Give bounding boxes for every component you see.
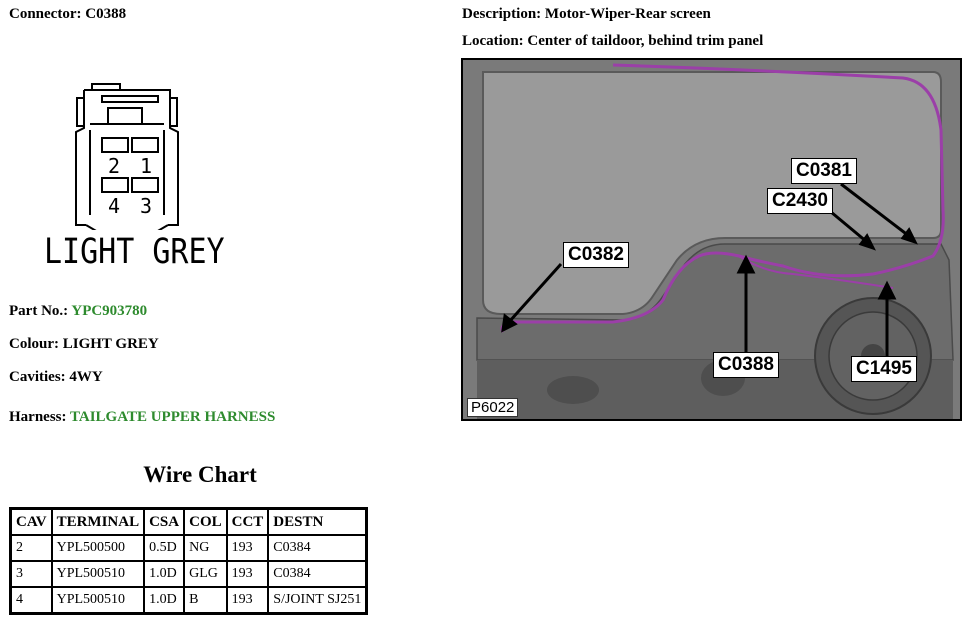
table-header-row: CAV TERMINAL CSA COL CCT DESTN — [9, 507, 368, 536]
colour-line: Colour: LIGHT GREY — [9, 336, 159, 353]
header-destn: DESTN — [267, 507, 368, 536]
location-photo: C0381 C2430 C0382 C0388 C1495 P6022 — [461, 58, 962, 421]
harness-value: TAILGATE UPPER HARNESS — [69, 409, 276, 425]
location-value: Center of taildoor, behind trim panel — [527, 33, 764, 49]
cell-col: B — [183, 586, 228, 615]
cell-cav: 2 — [9, 534, 53, 562]
wire-chart-table: CAV TERMINAL CSA COL CCT DESTN 2 YPL5005… — [9, 507, 369, 615]
photo-id-label: P6022 — [467, 398, 519, 417]
callout-c0381: C0381 — [791, 158, 857, 184]
cavities-line: Cavities: 4WY — [9, 369, 103, 386]
connector-colour-caption: LIGHT GREY — [44, 232, 225, 273]
cell-csa: 1.0D — [143, 560, 186, 588]
table-row: 2 YPL500500 0.5D NG 193 C0384 — [9, 534, 368, 562]
pin-3-label: 3 — [140, 194, 152, 218]
cell-csa: 0.5D — [143, 534, 186, 562]
connector-label: Connector: — [9, 6, 82, 22]
harness-line: Harness: TAILGATE UPPER HARNESS — [9, 409, 275, 426]
header-terminal: TERMINAL — [50, 507, 146, 536]
description-line: Description: Motor-Wiper-Rear screen — [462, 6, 711, 23]
description-value: Motor-Wiper-Rear screen — [544, 6, 711, 22]
cell-cct: 193 — [225, 560, 270, 588]
header-col: COL — [183, 507, 228, 536]
cell-csa: 1.0D — [143, 586, 186, 615]
connector-title: Connector: C0388 — [9, 6, 126, 23]
cavities-value: 4WY — [69, 369, 103, 385]
connector-face-drawing: 2 1 4 3 — [75, 83, 179, 230]
header-cct: CCT — [225, 507, 270, 536]
callout-c1495: C1495 — [851, 356, 917, 382]
callout-c2430: C2430 — [767, 188, 833, 214]
cell-terminal: YPL500510 — [50, 560, 146, 588]
table-row: 4 YPL500510 1.0D B 193 S/JOINT SJ251 — [9, 586, 368, 615]
harness-label: Harness: — [9, 409, 67, 425]
pin-1-label: 1 — [140, 154, 152, 178]
location-line: Location: Center of taildoor, behind tri… — [462, 33, 763, 50]
cell-cct: 193 — [225, 586, 270, 615]
pin-2-label: 2 — [108, 154, 120, 178]
header-csa: CSA — [143, 507, 186, 536]
description-label: Description: — [462, 6, 542, 22]
cell-terminal: YPL500510 — [50, 586, 146, 615]
cell-destn: C0384 — [267, 560, 368, 588]
callout-c0388: C0388 — [713, 352, 779, 378]
cell-col: GLG — [183, 560, 228, 588]
part-number-value: YPC903780 — [71, 303, 148, 319]
cell-col: NG — [183, 534, 228, 562]
part-number-label: Part No.: — [9, 303, 69, 319]
cell-destn: C0384 — [267, 534, 368, 562]
header-cav: CAV — [9, 507, 53, 536]
callout-c0382: C0382 — [563, 242, 629, 268]
colour-value: LIGHT GREY — [62, 336, 159, 352]
cell-cav: 3 — [9, 560, 53, 588]
colour-label: Colour: — [9, 336, 59, 352]
cavities-label: Cavities: — [9, 369, 66, 385]
table-row: 3 YPL500510 1.0D GLG 193 C0384 — [9, 560, 368, 588]
cell-terminal: YPL500500 — [50, 534, 146, 562]
cell-cav: 4 — [9, 586, 53, 615]
connector-id: C0388 — [85, 6, 127, 22]
pin-4-label: 4 — [108, 194, 120, 218]
wire-chart-title: Wire Chart — [143, 462, 257, 487]
cell-destn: S/JOINT SJ251 — [267, 586, 368, 615]
cell-cct: 193 — [225, 534, 270, 562]
part-number-line: Part No.: YPC903780 — [9, 303, 147, 320]
location-label: Location: — [462, 33, 524, 49]
